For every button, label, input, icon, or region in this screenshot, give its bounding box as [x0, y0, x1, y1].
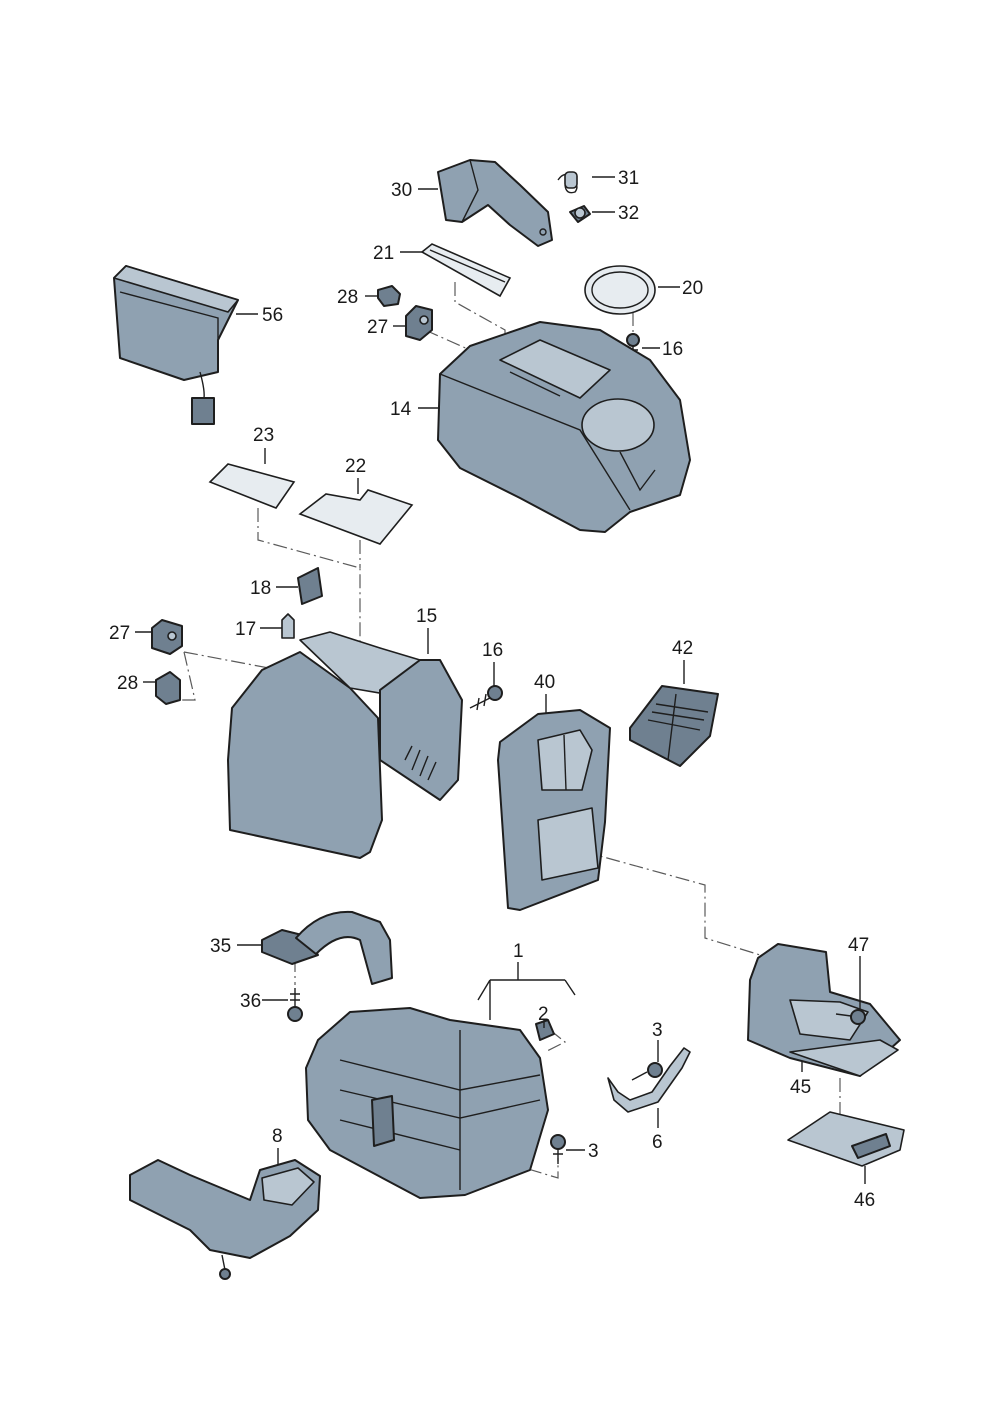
- callout-23: 23: [253, 425, 274, 446]
- callout-46: 46: [854, 1190, 875, 1211]
- part-28-cap-top: [377, 285, 401, 307]
- part-35-air-duct: [295, 910, 393, 985]
- callout-30: 30: [391, 180, 412, 201]
- callout-27-top: 27: [367, 317, 388, 338]
- part-47-screw: [835, 1009, 866, 1025]
- callout-27-left: 27: [109, 623, 130, 644]
- callout-32: 32: [618, 203, 639, 224]
- callout-40: 40: [534, 672, 555, 693]
- part-32-screw: [569, 205, 591, 223]
- part-56-storage-box: [113, 265, 239, 425]
- part-8-air-duct: [129, 1159, 321, 1280]
- part-6-bracket: [607, 1047, 691, 1113]
- callout-17: 17: [235, 619, 256, 640]
- part-30-cover: [437, 159, 553, 247]
- callout-22: 22: [345, 456, 366, 477]
- callout-8: 8: [272, 1126, 283, 1147]
- callout-16-mid: 16: [482, 640, 503, 661]
- part-27-switch-top: [405, 305, 433, 341]
- part-15-armrest-housing: [227, 631, 463, 859]
- callout-6: 6: [652, 1132, 663, 1153]
- callout-28-top: 28: [337, 287, 358, 308]
- callout-21: 21: [373, 243, 394, 264]
- callout-20: 20: [682, 278, 703, 299]
- callout-14: 14: [390, 399, 412, 420]
- callout-35: 35: [210, 936, 231, 957]
- callout-28-left: 28: [117, 673, 138, 694]
- callout-31: 31: [618, 168, 639, 189]
- callout-labels: 30 31 32 21 20 28 27 16 14 56 23 22 18 1…: [109, 168, 875, 1211]
- part-3-screw-a: [631, 1062, 663, 1081]
- callout-36: 36: [240, 991, 261, 1012]
- part-40-rear-trim-panel: [497, 709, 611, 911]
- part-20-round-mat: [584, 265, 656, 315]
- part-31-clip: [557, 171, 578, 194]
- part-21-mat: [420, 243, 512, 298]
- callout-2: 2: [538, 1004, 549, 1025]
- part-16-screw-mid: [469, 685, 503, 711]
- callout-15: 15: [416, 606, 437, 627]
- callout-1: 1: [513, 941, 524, 962]
- part-1-console-frame: [305, 1007, 549, 1199]
- part-14-center-console: [437, 321, 691, 533]
- part-46-lid: [787, 1111, 905, 1167]
- part-22-mat: [298, 489, 414, 545]
- part-45-insert: [747, 943, 901, 1077]
- callout-3-lower: 3: [588, 1141, 599, 1162]
- callout-42: 42: [672, 638, 693, 659]
- callout-45: 45: [790, 1077, 811, 1098]
- part-42-air-vent: [629, 685, 719, 767]
- callout-18: 18: [250, 578, 271, 599]
- part-23-mat: [208, 463, 296, 509]
- part-3-screw-b: [550, 1134, 566, 1164]
- callout-leader-lines: [135, 176, 866, 1184]
- callout-56: 56: [262, 305, 283, 326]
- callout-16-top: 16: [662, 339, 683, 360]
- part-28-cap-left: [155, 671, 181, 705]
- part-36-screw: [287, 988, 303, 1022]
- part-17-clip: [281, 613, 295, 639]
- callout-3-upper: 3: [652, 1020, 663, 1041]
- part-18-pad: [297, 567, 323, 605]
- part-27-switch-left: [151, 619, 183, 655]
- callout-47: 47: [848, 935, 869, 956]
